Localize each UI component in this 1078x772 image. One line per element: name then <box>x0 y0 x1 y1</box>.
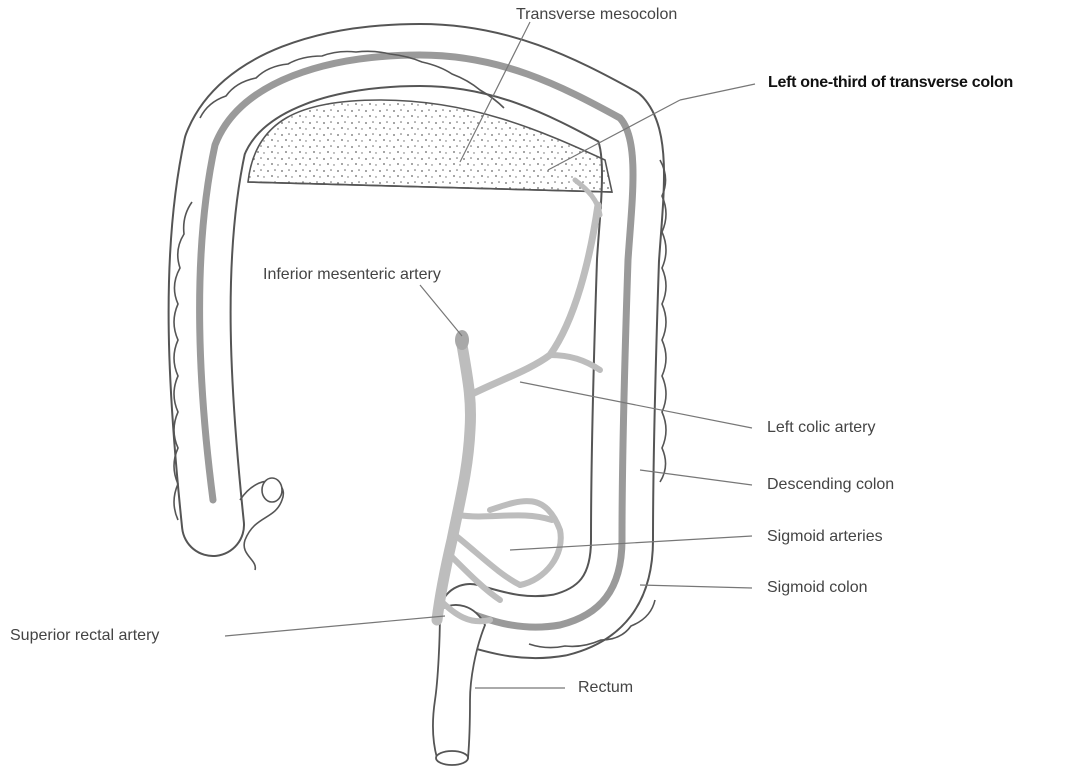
label-descending-colon: Descending colon <box>767 477 894 493</box>
label-superior-rectal-artery: Superior rectal artery <box>10 628 159 644</box>
label-left-colic-artery: Left colic artery <box>767 420 875 436</box>
leader-superior-rectal <box>225 616 445 636</box>
left-colic-artery-branch <box>470 205 598 395</box>
sigmoid-artery-1 <box>458 515 552 520</box>
label-rectum: Rectum <box>578 680 633 696</box>
label-left-third-transverse-colon: Left one-third of transverse colon <box>768 75 1013 91</box>
left-colic-ascending <box>550 355 600 370</box>
label-sigmoid-arteries: Sigmoid arteries <box>767 529 883 545</box>
leader-left-third <box>680 84 755 100</box>
label-sigmoid-colon: Sigmoid colon <box>767 580 868 596</box>
label-inferior-mesenteric-artery: Inferior mesenteric artery <box>263 267 441 283</box>
leader-sigmoid-colon <box>640 585 752 588</box>
label-transverse-mesocolon: Transverse mesocolon <box>516 7 677 23</box>
ileum-end <box>262 478 282 502</box>
arteries <box>437 180 600 621</box>
sigmoid-artery-2 <box>455 535 520 585</box>
inferior-mesenteric-artery-trunk <box>437 345 471 620</box>
ima-origin <box>455 330 469 350</box>
leader-inferior-mesenteric <box>420 285 462 336</box>
rectum-shape <box>433 605 485 765</box>
leader-descending-colon <box>640 470 752 485</box>
